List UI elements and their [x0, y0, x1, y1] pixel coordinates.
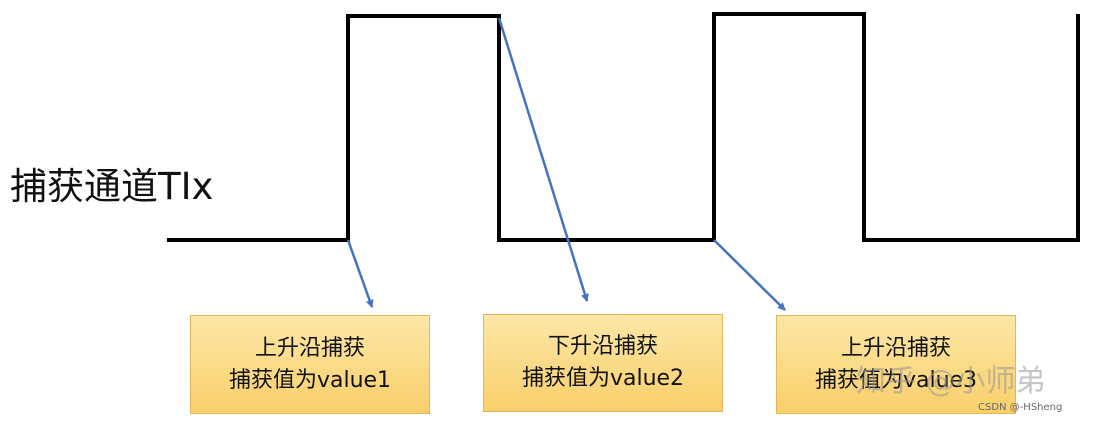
capture-box-value: 捕获值为value1 — [228, 367, 392, 393]
pwm-waveform — [167, 12, 1080, 242]
capture-box-title: 上升沿捕获 — [254, 335, 365, 361]
capture-box-value3: 上升沿捕获 捕获值为value3 — [776, 315, 1016, 414]
capture-box-title: 下升沿捕获 — [547, 334, 658, 359]
watermark: 知乎 @小师弟 — [856, 364, 1046, 399]
arrow-rising-edge-2 — [713, 239, 786, 311]
channel-label: 捕获通道TIx — [10, 165, 214, 208]
arrow-falling-edge — [497, 17, 589, 302]
capture-box-value1: 上升沿捕获 捕获值为value1 — [190, 315, 430, 414]
capture-box-value: 捕获值为value3 — [814, 367, 978, 393]
capture-box-value: 捕获值为value2 — [521, 366, 685, 391]
capture-box-value2: 下升沿捕获 捕获值为value2 — [483, 314, 723, 412]
capture-box-title: 上升沿捕获 — [840, 335, 951, 361]
arrow-rising-edge-1 — [346, 239, 374, 308]
credit-text: CSDN @-HSheng — [978, 402, 1063, 413]
